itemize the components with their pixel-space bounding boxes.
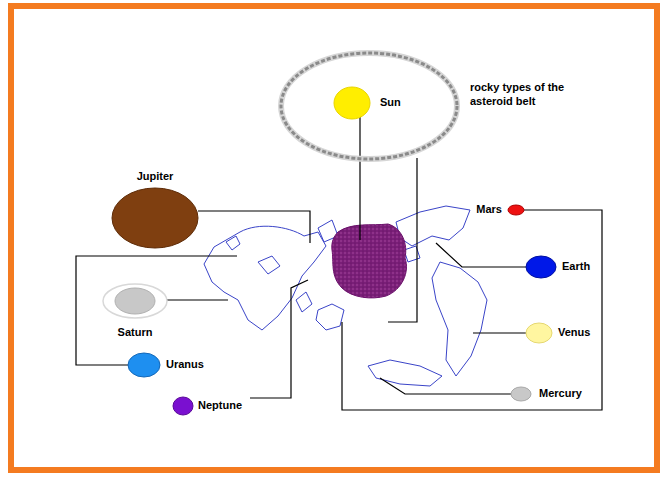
node-outline: [511, 387, 531, 401]
planet-venus: Venus: [526, 323, 552, 343]
planet-label: Venus: [558, 326, 590, 340]
ellipse-shape: [511, 387, 531, 401]
planet-uranus: Uranus: [128, 353, 160, 377]
ellipse-shape: [526, 323, 552, 343]
ellipse-shape: [128, 353, 160, 377]
node-outline: [128, 353, 160, 377]
planet-label: Mars: [476, 203, 502, 217]
frame: [11, 6, 657, 470]
asteroid-belt-ring: rocky types of the asteroid beltSun: [279, 51, 459, 161]
ellipse-shape: [103, 284, 167, 318]
world-map: [204, 206, 487, 386]
planet-label: Neptune: [198, 399, 242, 413]
node-outline: [526, 323, 552, 343]
ellipse-shape: [281, 53, 457, 159]
planet-earth: Earth: [526, 256, 556, 278]
ellipse-shape: [508, 205, 524, 215]
planet-label: Mercury: [539, 387, 582, 401]
planet-saturn: Saturn: [103, 284, 167, 318]
node-outline: [103, 284, 167, 318]
node-outline: [334, 87, 370, 119]
planet-label: Jupiter: [137, 170, 174, 184]
planet-label: Uranus: [166, 358, 204, 372]
planet-label: Sun: [380, 96, 401, 110]
planet-mars: Mars: [508, 205, 524, 215]
ellipse-shape: [112, 188, 198, 248]
node-outline: [112, 188, 198, 248]
node-outline: [508, 205, 524, 215]
planet-mercury: Mercury: [511, 387, 531, 401]
node-outline: [526, 256, 556, 278]
planet-neptune: Neptune: [173, 397, 193, 415]
sun-circle: Sun: [334, 87, 370, 119]
ellipse-shape: [526, 256, 556, 278]
ellipse-shape: [281, 53, 457, 159]
purple-landmass: [332, 224, 407, 298]
node-outline: [173, 397, 193, 415]
ellipse-shape: [173, 397, 193, 415]
ellipse-shape: [334, 87, 370, 119]
planet-label: Earth: [562, 260, 590, 274]
ellipse-shape: [115, 288, 155, 314]
belt-label: rocky types of the asteroid belt: [470, 81, 586, 109]
planet-jupiter: Jupiter: [112, 188, 198, 248]
planet-label: Saturn: [118, 326, 153, 340]
